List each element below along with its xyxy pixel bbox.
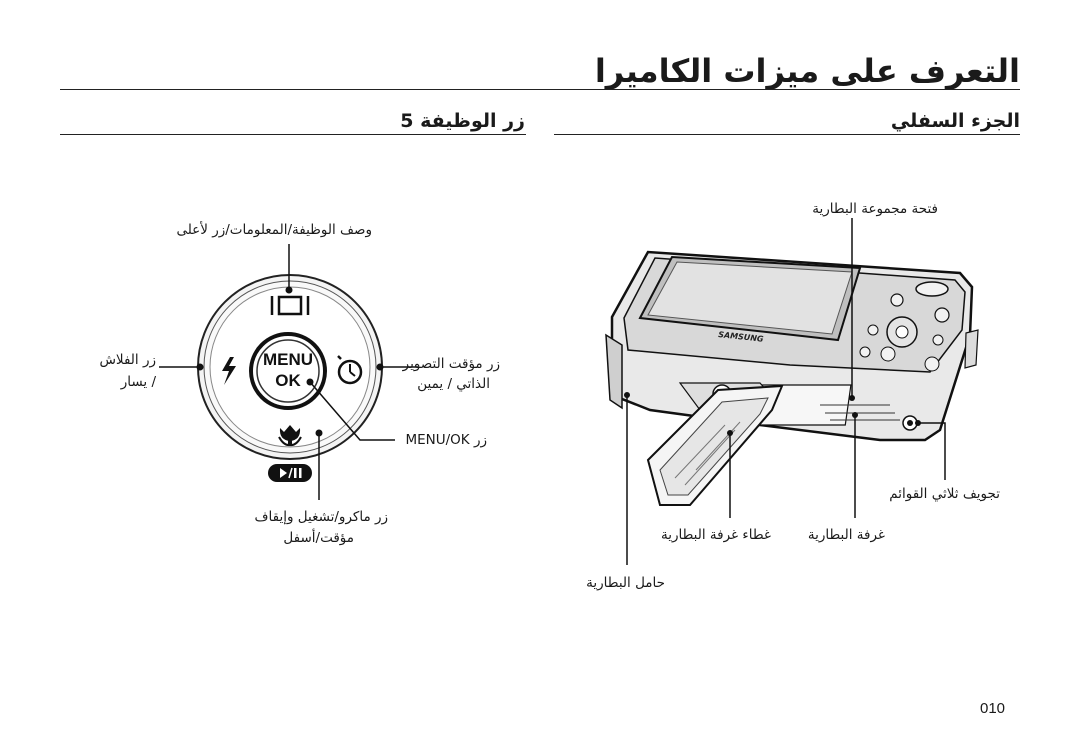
title-divider — [60, 89, 1020, 90]
play-pause-icon — [268, 464, 312, 482]
label-flash-left-1: زر الفلاش — [99, 352, 156, 368]
label-macro-play-1: زر ماكرو/تشغيل وإيقاف — [254, 509, 388, 525]
flash-bolt-icon — [222, 357, 236, 385]
section-divider-right — [554, 134, 1020, 135]
ok-button-text: OK — [275, 371, 301, 390]
five-function-dial: MENU OK — [159, 244, 418, 500]
label-flash-left-2: / يسار — [120, 374, 156, 390]
self-timer-icon — [337, 355, 363, 385]
camera-illustration: SAMSUNG — [605, 218, 979, 565]
section-heading-bottom: الجزء السفلي — [890, 110, 1020, 132]
label-battery-chamber: غرفة البطارية — [807, 527, 885, 543]
section-heading-button5: زر الوظيفة 5 — [400, 110, 525, 132]
section-divider-left — [60, 134, 526, 135]
label-tripod: تجويف ثلاثي القوائم — [889, 486, 1000, 502]
macro-flower-icon — [278, 425, 302, 447]
menu-button-text: MENU — [263, 350, 313, 369]
page-title: التعرف على ميزات الكاميرا — [594, 52, 1020, 90]
display-frame-icon — [270, 295, 310, 316]
label-macro-play-2: مؤقت/أسفل — [283, 530, 354, 546]
page-number: 010 — [980, 700, 1006, 717]
label-battery-holder: حامل البطارية — [586, 575, 665, 591]
label-menu-ok: زر MENU/OK — [405, 432, 487, 448]
label-battery-slot: فتحة مجموعة البطارية — [812, 201, 938, 217]
label-timer-right-2: الذاتي / يمين — [417, 376, 490, 392]
label-battery-cover: غطاء غرفة البطارية — [660, 527, 771, 543]
label-timer-right-1: زر مؤقت التصوير — [402, 356, 500, 372]
label-description-menu-up: وصف الوظيفة/المعلومات/زر لأعلى — [176, 222, 372, 238]
